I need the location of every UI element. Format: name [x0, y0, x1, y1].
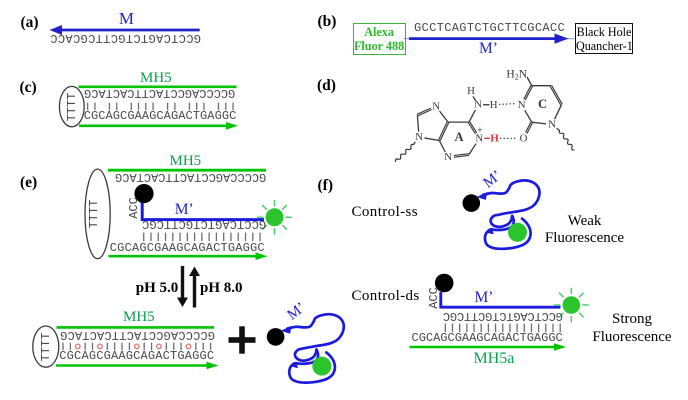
svg-text:O: O — [520, 132, 528, 144]
svg-text:H: H — [490, 132, 499, 144]
svg-text:H: H — [467, 85, 475, 97]
svg-text:A: A — [454, 130, 463, 144]
svg-text:N: N — [444, 151, 452, 163]
svg-text:N: N — [432, 101, 440, 113]
svg-text:N: N — [415, 131, 423, 143]
svg-text:N: N — [475, 133, 483, 145]
svg-text:+: + — [477, 125, 483, 136]
svg-text:C: C — [538, 97, 547, 111]
svg-text:N: N — [548, 119, 556, 131]
svg-text:N: N — [518, 99, 526, 111]
svg-text:H2N: H2N — [506, 69, 527, 82]
svg-text:H: H — [490, 99, 498, 111]
svg-text:N: N — [474, 99, 482, 111]
